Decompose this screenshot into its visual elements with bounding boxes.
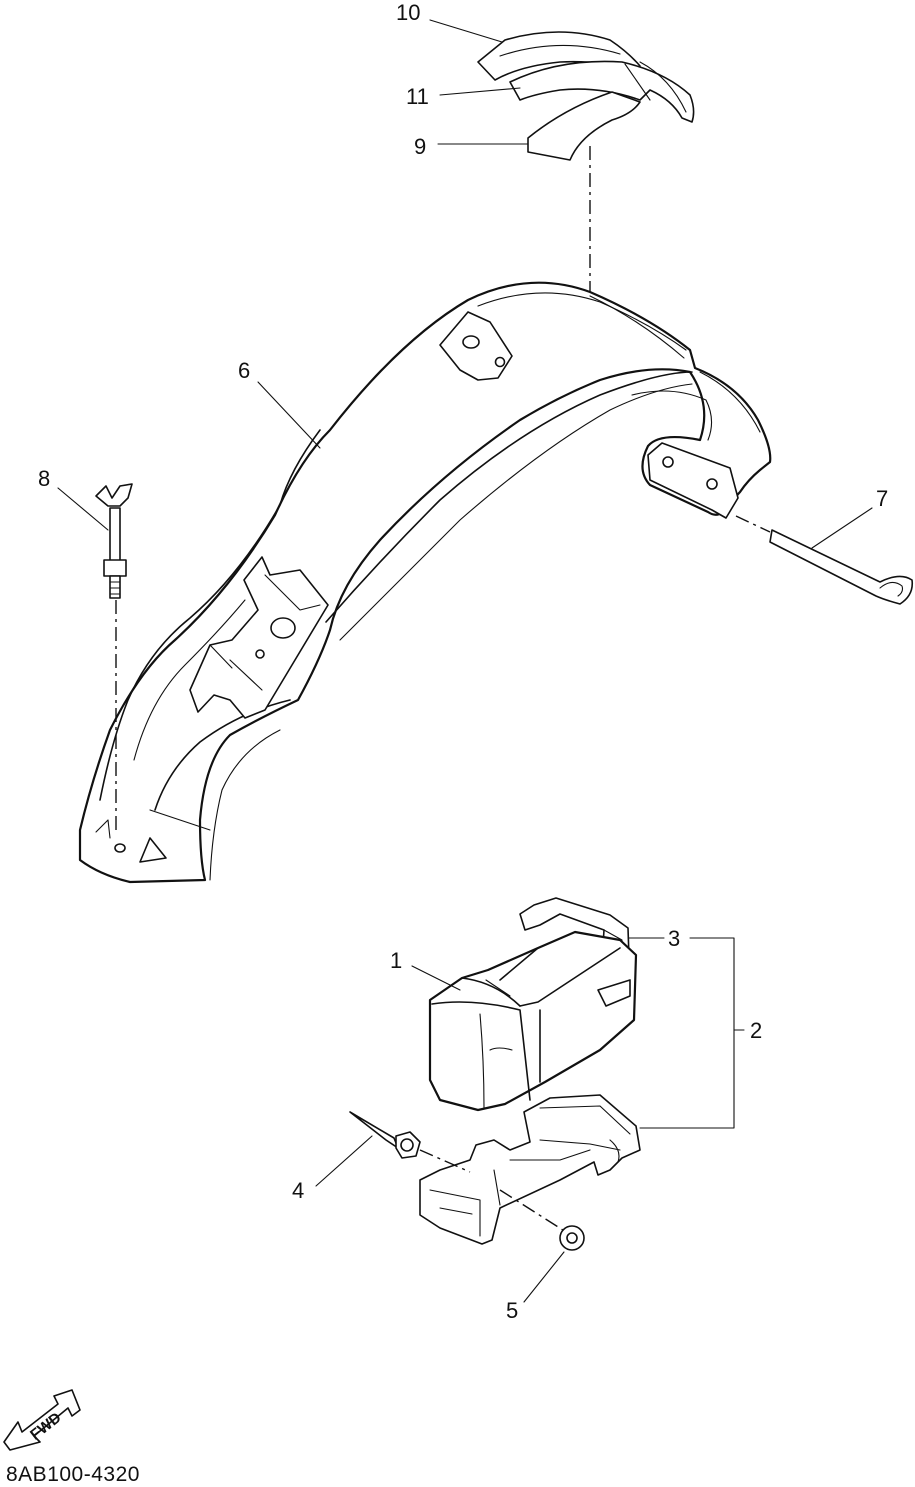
callout-1: 1 [390, 948, 402, 973]
fender-front-tip [139, 837, 167, 863]
upper-bracket-hole [494, 356, 506, 368]
callout-10: 10 [396, 0, 420, 25]
callout-5: 5 [506, 1298, 518, 1323]
callout-6: 6 [238, 358, 250, 383]
callouts: 10 11 9 6 7 8 1 3 2 4 5 [38, 0, 888, 1323]
fwd-arrow-icon: FWD [3, 1389, 81, 1451]
callout-3: 3 [668, 926, 680, 951]
rivet-4 [349, 1111, 471, 1173]
callout-4: 4 [292, 1178, 304, 1203]
reflector-bracket-11 [509, 60, 695, 123]
rear-fender [78, 281, 772, 884]
rod-7 [735, 515, 914, 605]
rear-bracket-hole-b [706, 478, 718, 490]
reflector-plate-10 [477, 31, 641, 81]
holder-bracket [419, 1094, 641, 1245]
callout-8: 8 [38, 466, 50, 491]
upper-bolt-hole [462, 335, 480, 349]
callout-9: 9 [414, 134, 426, 159]
fender-mid-stay [189, 556, 329, 719]
reflector-9 [527, 91, 641, 161]
callout-2: 2 [750, 1018, 762, 1043]
reflector-stack [477, 31, 695, 161]
callout-7: 7 [876, 486, 888, 511]
rear-bracket-hole-a [662, 456, 674, 468]
flasher-assembly [419, 897, 641, 1245]
leader-lines [57, 19, 873, 1303]
flasher-unit-1 [428, 930, 638, 1112]
wing-bolt-8 [95, 483, 133, 830]
callout-11: 11 [406, 84, 429, 109]
front-tip-hole [114, 843, 126, 853]
mid-stay-bolt [255, 649, 265, 659]
mid-stay-hole [270, 617, 296, 639]
fender-body [78, 281, 772, 884]
document-code: 8AB100-4320 [6, 1463, 140, 1486]
washer-5 [499, 1189, 585, 1251]
